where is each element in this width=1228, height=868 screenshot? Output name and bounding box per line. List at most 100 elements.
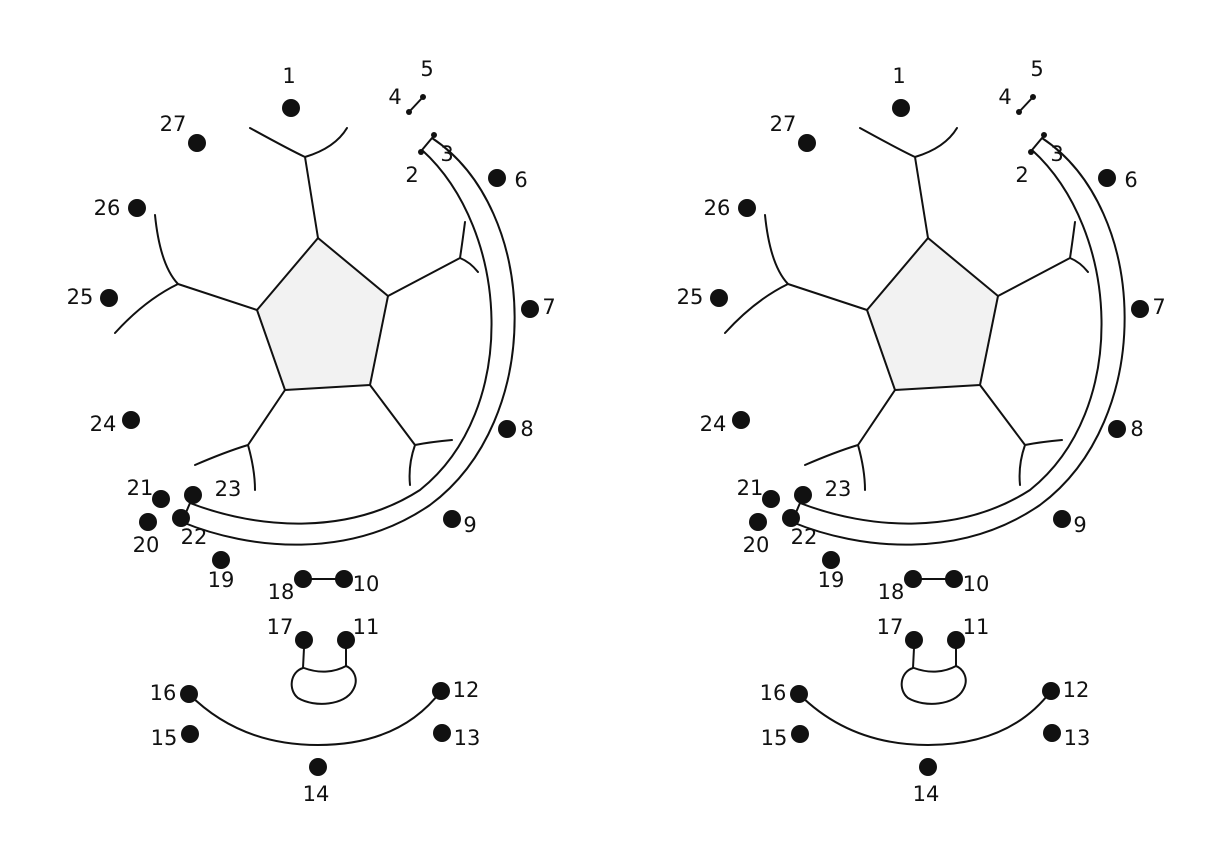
dot-8 bbox=[498, 420, 516, 438]
dot-label-18: 18 bbox=[878, 580, 905, 604]
dot-label-17: 17 bbox=[877, 615, 904, 639]
ball-seam-line bbox=[804, 389, 896, 491]
dot-3 bbox=[1041, 132, 1047, 138]
dot-21 bbox=[762, 490, 780, 508]
dot-label-1: 1 bbox=[282, 64, 295, 88]
dot-3 bbox=[431, 132, 437, 138]
dot-label-15: 15 bbox=[151, 726, 178, 750]
dot-label-27: 27 bbox=[770, 112, 797, 136]
dot-label-12: 12 bbox=[453, 678, 480, 702]
soccer-ball-drawing bbox=[114, 127, 479, 491]
dot-label-19: 19 bbox=[208, 568, 235, 592]
segment-4-5 bbox=[408, 96, 424, 113]
dot-10 bbox=[335, 570, 353, 588]
ball-seam-line bbox=[724, 214, 868, 334]
dot-2 bbox=[418, 149, 424, 155]
dot-label-13: 13 bbox=[1064, 726, 1091, 750]
dot-12 bbox=[1042, 682, 1060, 700]
dot-22 bbox=[172, 509, 190, 527]
puzzle-panel-right: 1234567891011121314151617181920212223242… bbox=[677, 57, 1166, 806]
dot-22 bbox=[782, 509, 800, 527]
dot-label-22: 22 bbox=[791, 525, 818, 549]
dot-label-5: 5 bbox=[420, 57, 433, 81]
dot-12 bbox=[432, 682, 450, 700]
dot-5 bbox=[1030, 94, 1036, 100]
dot-label-15: 15 bbox=[761, 726, 788, 750]
dot-label-6: 6 bbox=[514, 168, 527, 192]
dot-19 bbox=[822, 551, 840, 569]
dot-13 bbox=[433, 724, 451, 742]
dot-17 bbox=[905, 631, 923, 649]
dot-5 bbox=[420, 94, 426, 100]
dot-label-19: 19 bbox=[818, 568, 845, 592]
dot-label-25: 25 bbox=[67, 285, 94, 309]
dot-7 bbox=[521, 300, 539, 318]
dot-label-8: 8 bbox=[1130, 417, 1143, 441]
dot-label-4: 4 bbox=[998, 85, 1011, 109]
dot-25 bbox=[710, 289, 728, 307]
dot-1 bbox=[892, 99, 910, 117]
dot-23 bbox=[794, 486, 812, 504]
ball-seam-line bbox=[369, 384, 453, 486]
dot-label-22: 22 bbox=[181, 525, 208, 549]
dot-label-20: 20 bbox=[133, 533, 160, 557]
dot-11 bbox=[337, 631, 355, 649]
dot-26 bbox=[738, 199, 756, 217]
dot-26 bbox=[128, 199, 146, 217]
soccer-ball-drawing bbox=[724, 127, 1089, 491]
dot-9 bbox=[443, 510, 461, 528]
dot-label-26: 26 bbox=[704, 196, 731, 220]
ball-seam-line bbox=[114, 214, 258, 334]
dot-label-13: 13 bbox=[454, 726, 481, 750]
dot-label-16: 16 bbox=[760, 681, 787, 705]
dot-9 bbox=[1053, 510, 1071, 528]
dot-2 bbox=[1028, 149, 1034, 155]
dot-label-3: 3 bbox=[1050, 142, 1063, 166]
dot-8 bbox=[1108, 420, 1126, 438]
dot-15 bbox=[181, 725, 199, 743]
nose-shape bbox=[290, 647, 357, 705]
dot-label-24: 24 bbox=[700, 412, 727, 436]
dot-18 bbox=[904, 570, 922, 588]
dot-label-2: 2 bbox=[405, 163, 418, 187]
nose-shape bbox=[900, 647, 967, 705]
dot-11 bbox=[947, 631, 965, 649]
dot-16 bbox=[790, 685, 808, 703]
dot-20 bbox=[139, 513, 157, 531]
dot-label-5: 5 bbox=[1030, 57, 1043, 81]
segment-4-5 bbox=[1018, 96, 1034, 113]
dot-16 bbox=[180, 685, 198, 703]
dot-label-25: 25 bbox=[677, 285, 704, 309]
dot-label-10: 10 bbox=[353, 572, 380, 596]
dot-label-27: 27 bbox=[160, 112, 187, 136]
dot-15 bbox=[791, 725, 809, 743]
dot-label-23: 23 bbox=[825, 477, 852, 501]
dot-4 bbox=[406, 109, 412, 115]
dot-24 bbox=[732, 411, 750, 429]
mouth-curve bbox=[798, 690, 1052, 746]
dot-label-20: 20 bbox=[743, 533, 770, 557]
dot-label-23: 23 bbox=[215, 477, 242, 501]
dot-7 bbox=[1131, 300, 1149, 318]
dot-label-21: 21 bbox=[127, 476, 154, 500]
pentagon-patch bbox=[866, 237, 999, 391]
dot-14 bbox=[919, 758, 937, 776]
ball-seam-line bbox=[979, 384, 1063, 486]
dot-label-10: 10 bbox=[963, 572, 990, 596]
dot-label-7: 7 bbox=[542, 295, 555, 319]
dot-6 bbox=[488, 169, 506, 187]
dot-label-3: 3 bbox=[440, 142, 453, 166]
dot-27 bbox=[798, 134, 816, 152]
mouth-curve bbox=[188, 690, 442, 746]
dot-label-26: 26 bbox=[94, 196, 121, 220]
dot-14 bbox=[309, 758, 327, 776]
dot-label-9: 9 bbox=[1073, 513, 1086, 537]
dot-10 bbox=[945, 570, 963, 588]
dot-17 bbox=[295, 631, 313, 649]
dot-25 bbox=[100, 289, 118, 307]
dot-21 bbox=[152, 490, 170, 508]
dot-label-2: 2 bbox=[1015, 163, 1028, 187]
dot-label-11: 11 bbox=[963, 615, 990, 639]
dot-label-7: 7 bbox=[1152, 295, 1165, 319]
